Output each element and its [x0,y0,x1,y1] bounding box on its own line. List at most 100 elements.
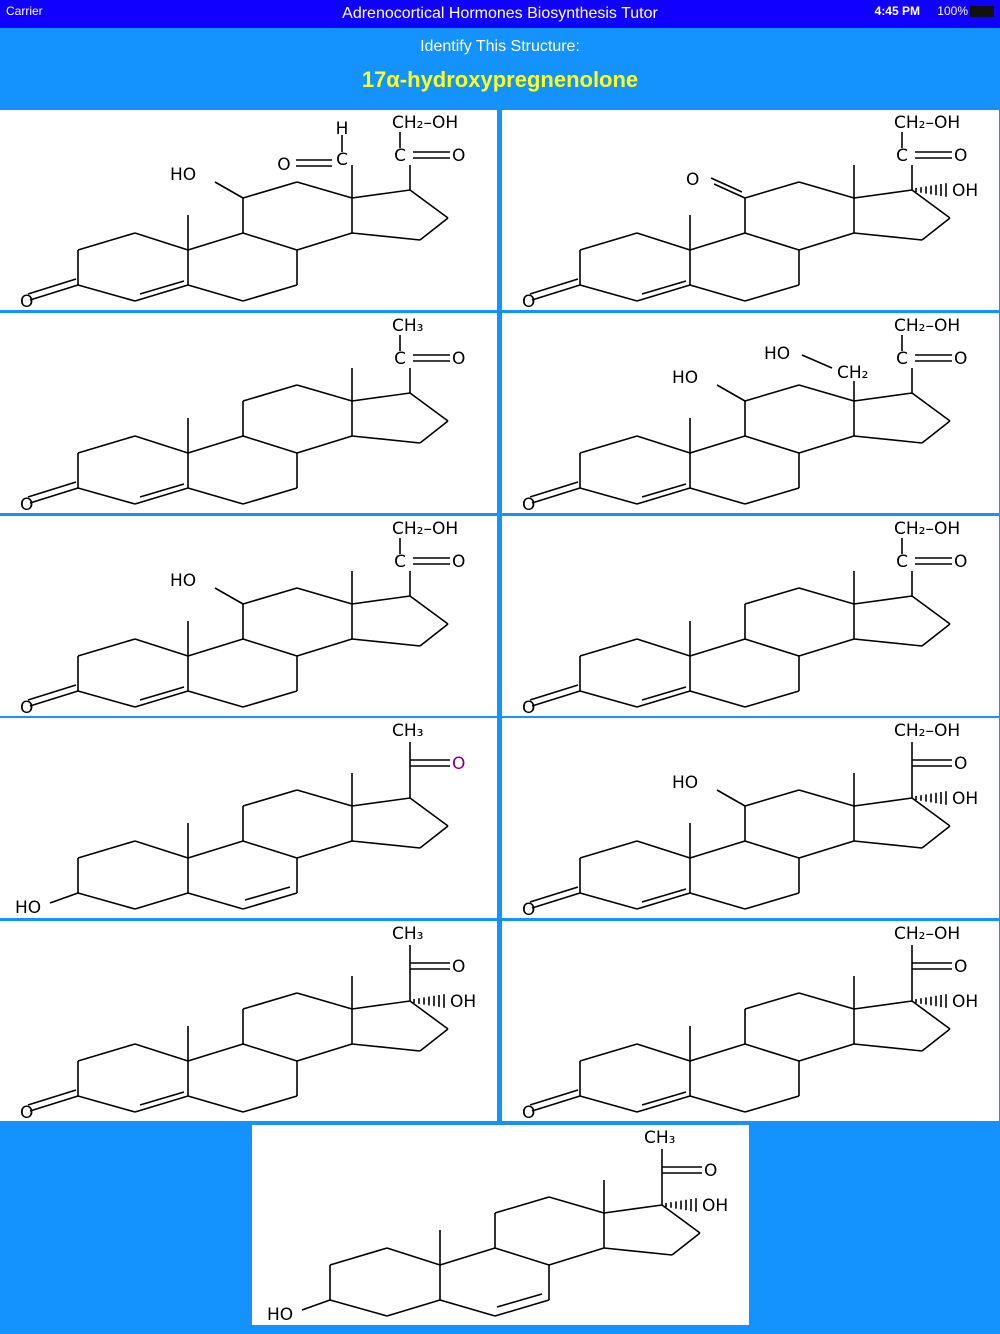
bond [301,1299,331,1311]
bond [531,1095,581,1112]
bond [636,638,691,657]
bond [242,638,298,657]
bond [661,1204,701,1234]
bond [242,1043,298,1062]
atom-label-ketone_o: O [20,292,33,310]
bond [329,1247,388,1266]
bond [77,487,136,505]
bond [853,1043,923,1052]
bond [529,886,579,903]
bond [351,638,421,647]
bond [386,1299,441,1317]
bond [911,392,951,422]
atom-label-carbonyl_o: O [954,754,967,774]
bond [77,284,136,302]
bond [351,1000,411,1010]
battery-indicator: 100% [937,4,994,18]
atom-label-ho3: HO [15,898,41,918]
atom-label-oh17: OH [952,992,978,1012]
bond [139,483,185,498]
bond [187,284,244,302]
bond [853,1000,913,1010]
bond [242,840,298,859]
bond [187,690,244,708]
bond [134,1043,189,1062]
bond [351,840,421,849]
bond [242,1095,298,1113]
bond [214,587,244,605]
bond [548,1247,605,1266]
bond [579,435,638,454]
bond [689,232,746,251]
bond [921,623,951,647]
bond [579,690,638,708]
bond [419,623,449,647]
bond [139,1091,185,1106]
bond [351,232,421,241]
bond [798,232,855,251]
bond [187,840,244,859]
bond [744,181,800,199]
bond [409,595,449,625]
bond [529,278,579,295]
bond [641,888,687,903]
bond [716,384,746,402]
bond [134,284,189,302]
bond [27,481,77,498]
atom-label-carbonyl_c: C [896,146,908,166]
bond [494,1247,550,1266]
bond [798,181,855,199]
atom-label-side_chain: CH₃ [392,924,423,944]
atom-label-carbonyl_c: C [896,349,908,369]
bond [49,892,79,904]
bond [853,435,923,444]
bond [853,595,913,605]
bond [214,181,244,199]
bond [798,435,855,454]
atom-label-ho11: HO [672,773,698,793]
bond [409,1000,449,1030]
bond [744,232,800,251]
bond [139,686,185,701]
bond [134,690,189,708]
bond [579,1095,638,1113]
bond [911,1000,951,1030]
bond [798,587,855,605]
bond [853,797,913,807]
bond [689,840,746,859]
bond [242,487,298,505]
bond [853,189,913,199]
bond [187,435,244,454]
bond [531,690,581,707]
bond [531,284,581,301]
bond [351,392,411,402]
bond [853,232,923,241]
bond [641,483,687,498]
bond [296,638,353,657]
bond [139,280,185,295]
atom-label-ketone_o: O [522,1103,535,1121]
carrier-label: Carrier [6,4,43,18]
atom-label-ketone_o: O [522,900,535,918]
bond [636,1095,691,1113]
bond [603,1247,673,1256]
app-title: Adrenocortical Hormones Biosynthesis Tut… [342,5,658,22]
bond [242,384,298,402]
atom-label-carbonyl_c: C [394,552,406,572]
bond [641,1091,687,1106]
bond [921,217,951,241]
